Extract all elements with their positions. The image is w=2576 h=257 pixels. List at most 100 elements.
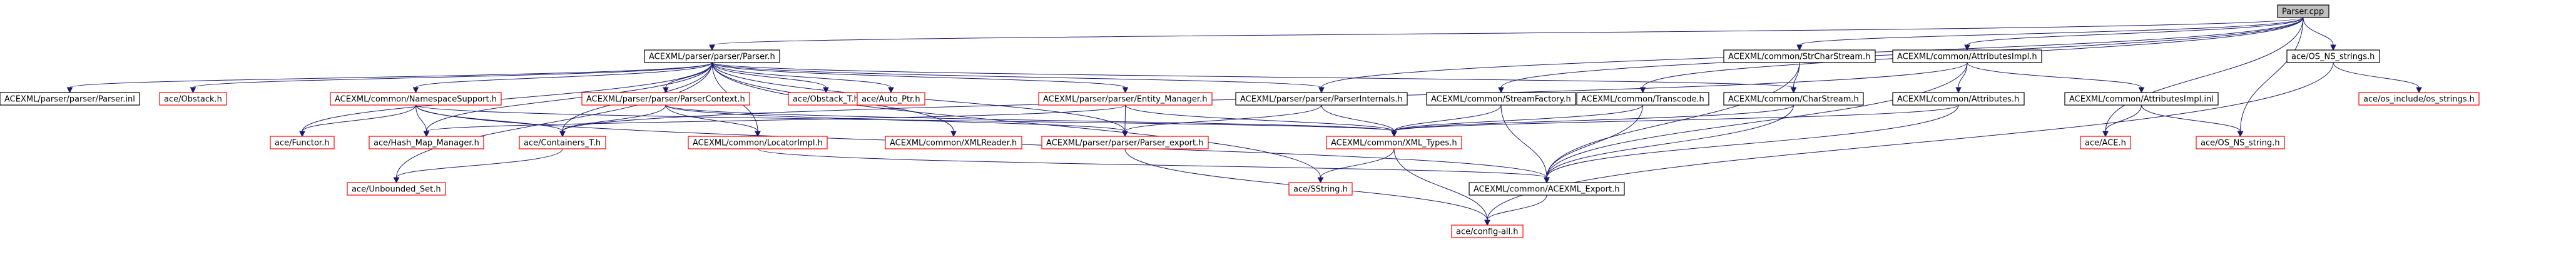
node-label: ACEXML/parser/parser/Parser_export.h [1046, 139, 1203, 148]
edge-arrowhead [2138, 87, 2145, 94]
node-label: ace/Containers_T.h [524, 139, 601, 148]
node-parser-h[interactable]: ACEXML/parser/parser/Parser.h [644, 49, 780, 63]
node-box [1576, 92, 1709, 106]
node-box [2080, 136, 2131, 149]
node-obstack-t-h[interactable]: ace/Obstack_T.h [788, 92, 864, 106]
node-box [885, 136, 1022, 149]
edge-line [711, 17, 2304, 46]
edge-arrowhead [1498, 87, 1504, 94]
node-box [1723, 92, 1864, 106]
node-parser-export-h[interactable]: ACEXML/parser/parser/Parser_export.h [1041, 136, 1209, 149]
edge-line [1799, 17, 2304, 46]
node-label: ACEXML/common/AttributesImpl.inl [2069, 95, 2214, 104]
node-attributesimpl-h[interactable]: ACEXML/common/AttributesImpl.h [1892, 49, 2042, 63]
node-box [347, 182, 446, 196]
node-xml-types-h[interactable]: ACEXML/common/XML_Types.h [1326, 136, 1462, 149]
edge-arrowhead [1318, 87, 1325, 94]
node-streamfactory-h[interactable]: ACEXML/common/StreamFactory.h [1426, 92, 1576, 106]
node-unbounded-set-h[interactable]: ace/Unbounded_Set.h [347, 182, 446, 196]
node-locatorimpl-h[interactable]: ACEXML/common/LocatorImpl.h [688, 136, 828, 149]
node-label: ACEXML/common/NamespaceSupport.h [335, 95, 497, 104]
node-transcode-h[interactable]: ACEXML/common/Transcode.h [1576, 92, 1709, 106]
node-parser-inl[interactable]: ACEXML/parser/parser/Parser.inl [0, 92, 140, 106]
node-entity-manager-h[interactable]: ACEXML/parser/parser/Entity_Manager.h [1038, 92, 1213, 106]
dependency-edge [559, 104, 666, 138]
node-acexml-export-h[interactable]: ACEXML/common/ACEXML_Export.h [1469, 182, 1625, 196]
node-label: ace/Unbounded_Set.h [352, 185, 441, 194]
node-box [1288, 182, 1353, 196]
edge-arrowhead [2416, 87, 2422, 94]
node-xmlreader-h[interactable]: ACEXML/common/XMLReader.h [885, 136, 1022, 149]
node-box [1041, 136, 1209, 149]
node-os-include-strings-h[interactable]: ace/os_include/os_strings.h [2358, 92, 2480, 106]
node-label: ace/os_include/os_strings.h [2363, 95, 2475, 104]
node-ace-h[interactable]: ace/ACE.h [2080, 136, 2131, 149]
node-os-ns-string-h[interactable]: ace/OS_NS_string.h [2196, 136, 2285, 149]
edge-line [711, 62, 1126, 88]
node-label: ACEXML/parser/parser/ParserInternals.h [1240, 95, 1403, 104]
node-label: ace/Functor.h [275, 139, 329, 148]
node-box [857, 92, 925, 106]
edge-line [415, 104, 563, 132]
edge-line [1500, 104, 1547, 178]
edge-line [2105, 17, 2304, 132]
edge-arrowhead [1122, 131, 1128, 138]
node-hash-map-manager-h[interactable]: ace/Hash_Map_Manager.h [369, 136, 484, 149]
node-parsercontext-h[interactable]: ACEXML/parser/parser/ParserContext.h [581, 92, 750, 106]
node-containers-t-h[interactable]: ace/Containers_T.h [519, 136, 606, 149]
node-config-all-h[interactable]: ace/config-all.h [1451, 224, 1524, 238]
edge-arrowhead [755, 131, 761, 138]
node-box [519, 136, 606, 149]
node-label: ACEXML/common/CharStream.h [1728, 95, 1859, 104]
node-obstack-h[interactable]: ace/Obstack.h [159, 92, 227, 106]
node-functor-h[interactable]: ace/Functor.h [270, 136, 335, 149]
edge-arrowhead [1964, 44, 1970, 51]
node-auto-ptr-h[interactable]: ace/Auto_Ptr.h [857, 92, 925, 106]
node-box [1469, 182, 1625, 196]
dependency-edge [1391, 104, 1959, 138]
node-parser-cpp[interactable]: Parser.cpp [2277, 4, 2329, 18]
node-label: ace/ACE.h [2085, 139, 2126, 148]
node-namespacesupport-h[interactable]: ACEXML/common/NamespaceSupport.h [330, 92, 502, 106]
dependency-edge [711, 62, 1325, 94]
dependency-edge [423, 104, 1126, 138]
node-box [688, 136, 828, 149]
node-strcharstream-h[interactable]: ACEXML/common/StrCharStream.h [1723, 49, 1876, 63]
node-label: ace/OS_NS_string.h [2201, 139, 2280, 148]
node-charstream-h[interactable]: ACEXML/common/CharStream.h [1723, 92, 1864, 106]
node-sstring-h[interactable]: ace/SString.h [1288, 182, 1353, 196]
edge-arrowhead [663, 87, 669, 94]
node-box [2358, 92, 2480, 106]
dependency-edge [711, 62, 894, 94]
edge-line [665, 104, 1126, 132]
edge-line [1487, 194, 1547, 221]
node-os-ns-strings-h[interactable]: ace/OS_NS_strings.h [2286, 49, 2380, 63]
edge-line [2105, 104, 2142, 132]
node-attributesimpl-inl[interactable]: ACEXML/common/AttributesImpl.inl [2064, 92, 2219, 106]
dependency-edge [711, 62, 1129, 94]
edge-arrowhead [2330, 44, 2336, 51]
edge-arrowhead [559, 131, 566, 138]
node-label: ACEXML/common/XMLReader.h [890, 139, 1017, 148]
node-label: ACEXML/parser/parser/Entity_Manager.h [1043, 95, 1207, 104]
node-box [1723, 49, 1876, 63]
edge-line [69, 62, 713, 88]
edge-line [426, 62, 713, 132]
node-label: ace/SString.h [1293, 185, 1348, 194]
edge-arrowhead [393, 177, 400, 184]
node-box [581, 92, 750, 106]
dependency-edge [1317, 148, 1395, 184]
edge-line [1393, 104, 1502, 132]
edge-arrowhead [2237, 131, 2244, 138]
node-parserinternals-h[interactable]: ACEXML/parser/parser/ParserInternals.h [1235, 92, 1408, 106]
node-box [159, 92, 227, 106]
edge-line [2240, 17, 2304, 132]
node-attributes-h[interactable]: ACEXML/common/Attributes.h [1892, 92, 2025, 106]
edge-line [1393, 104, 1794, 132]
dependency-edge [412, 62, 713, 94]
edge-arrowhead [1484, 219, 1490, 226]
dependency-edge [299, 104, 416, 138]
edge-line [1546, 62, 1800, 178]
edge-arrowhead [1796, 44, 1803, 51]
node-box [1892, 49, 2042, 63]
